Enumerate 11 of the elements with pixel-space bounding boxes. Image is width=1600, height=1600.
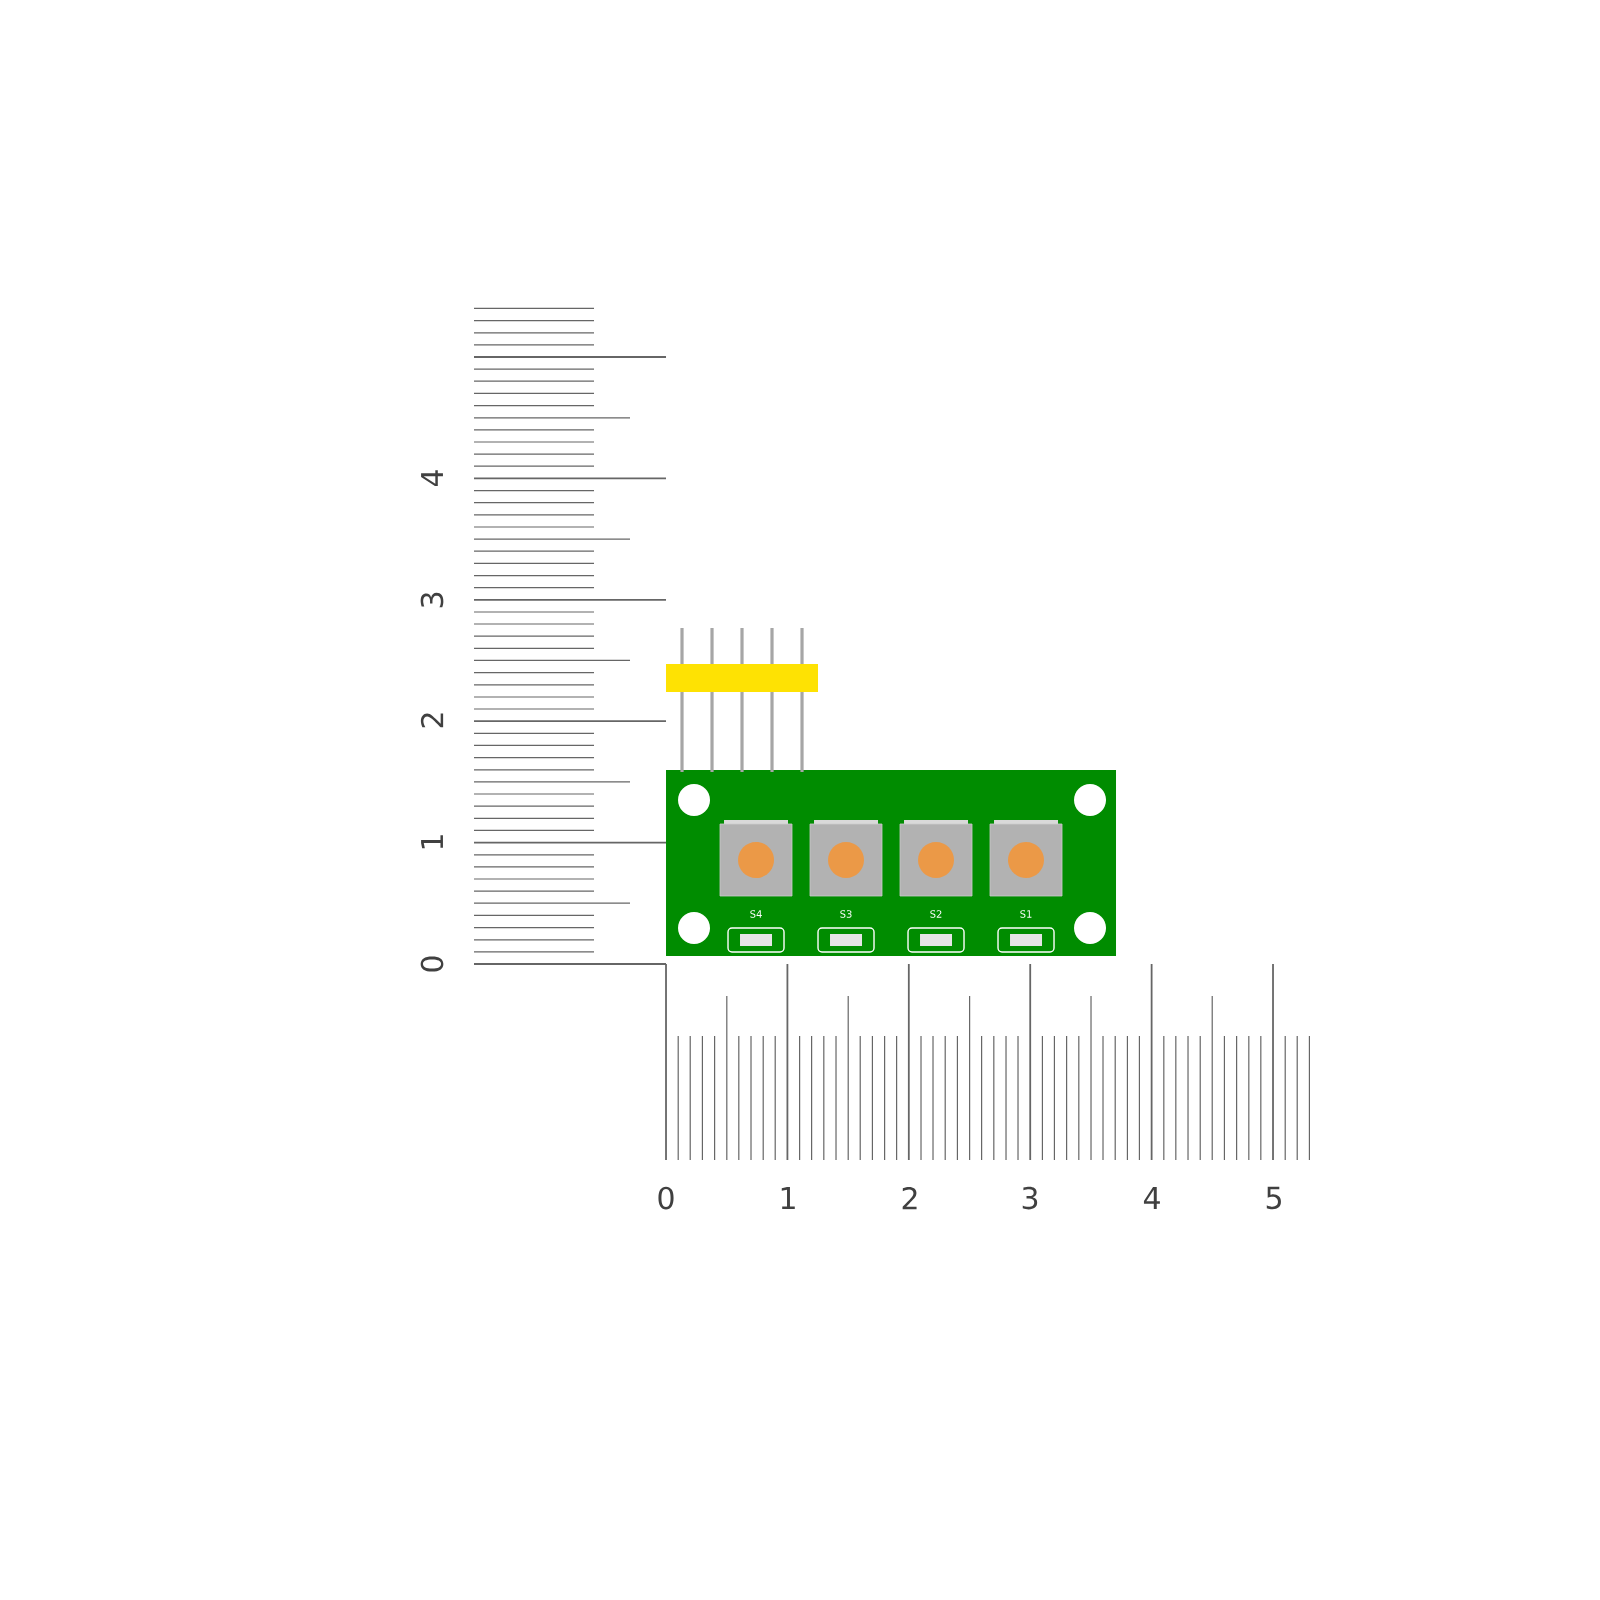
scale-number: 5 — [1266, 1186, 1281, 1210]
scale-number: 1 — [421, 835, 443, 849]
scale-number: 0 — [658, 1186, 674, 1210]
scale-number: 2 — [420, 713, 444, 728]
scale-number: 4 — [1143, 1187, 1160, 1209]
scale-number: 0 — [420, 956, 444, 972]
scale-number: 3 — [420, 592, 444, 608]
scale-number: 1 — [781, 1187, 795, 1209]
scale-number: 2 — [902, 1186, 917, 1210]
scale-number: 3 — [1022, 1186, 1038, 1210]
scale-number: 4 — [421, 470, 443, 487]
